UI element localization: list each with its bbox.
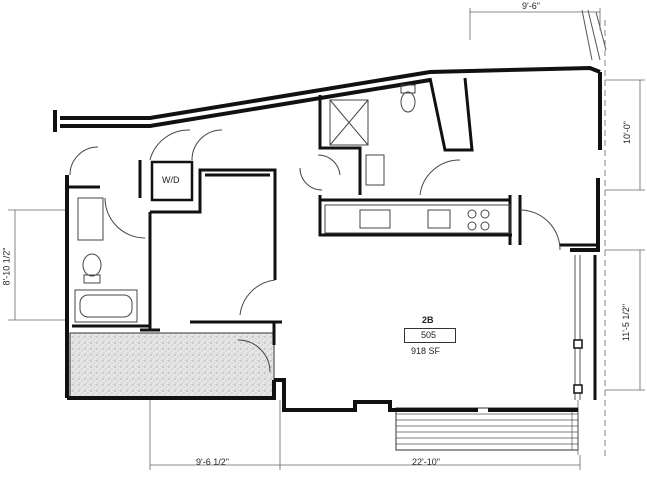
dimension-bottom-right: 22'-10" — [412, 457, 440, 467]
interior-walls — [67, 77, 598, 400]
exterior-walls — [53, 65, 602, 412]
laundry-label: W/D — [162, 175, 180, 185]
fixtures — [69, 84, 561, 373]
glazing — [573, 9, 607, 400]
dimension-right-lower: 11'-5 1/2" — [621, 303, 632, 342]
dimension-bottom-left: 9'-6 1/2" — [196, 457, 229, 467]
dimension-lines — [8, 8, 645, 470]
unit-number: 505 — [421, 330, 437, 340]
dimension-left-side: 8'-10 1/2" — [1, 247, 12, 286]
balcony-area — [69, 332, 275, 398]
deck-boards — [395, 400, 579, 455]
unit-area: 918 SF — [411, 346, 441, 356]
dimension-top-right: 9'-6" — [522, 1, 540, 11]
dimension-right-upper: 10'-0" — [621, 121, 632, 144]
unit-name: 2B — [422, 315, 434, 325]
unit-number-box — [404, 328, 456, 343]
